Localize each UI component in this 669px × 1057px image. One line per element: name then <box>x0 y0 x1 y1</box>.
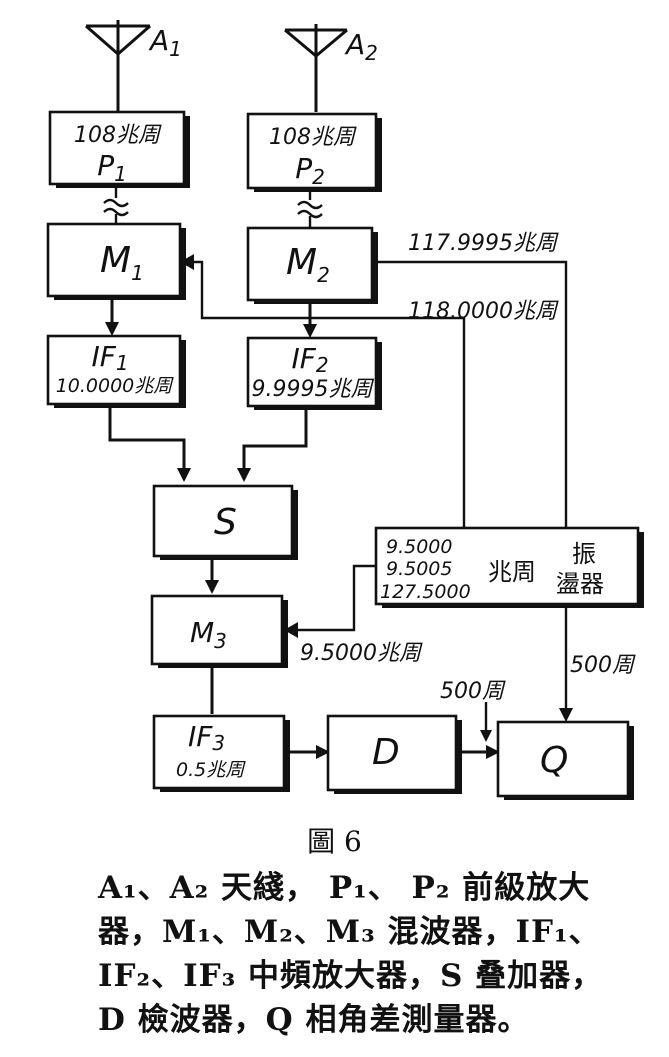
p1-freq: 108兆周 <box>74 123 162 148</box>
s-label: S <box>214 502 237 543</box>
block-m3: M3 <box>150 594 288 668</box>
m1-label: M1 <box>100 240 144 285</box>
legend-line: A₁、A₂ 天綫， P₁、 P₂ 前級放大 <box>98 870 591 906</box>
antenna-a2: A2 <box>284 24 378 112</box>
if3-label: IF3 <box>188 720 225 755</box>
if2-freq: 9.9995兆周 <box>252 377 375 402</box>
block-q: Q <box>496 720 634 800</box>
block-m2: M2 <box>246 226 378 304</box>
p2-freq: 108兆周 <box>269 125 357 150</box>
if2-label: IF2 <box>291 342 328 377</box>
osc-freq-3: 127.5000 <box>380 581 471 603</box>
m3-label: M3 <box>190 616 227 653</box>
osc-freq-1: 9.5000 <box>386 536 452 558</box>
signal-500-right-label: 500周 <box>570 653 636 678</box>
signal-117-label: 117.9995兆周 <box>408 231 559 256</box>
block-oscillator: 9.5000 9.5005 127.5000 兆周 振 盪器 <box>374 526 644 608</box>
p1-label: P1 <box>97 149 127 186</box>
coupling-p2-m2 <box>297 192 323 228</box>
antenna-a1: A1 <box>85 20 182 112</box>
if3-freq: 0.5兆周 <box>176 759 246 781</box>
block-if3: IF3 0.5兆周 <box>152 714 290 792</box>
block-s: S <box>152 484 298 560</box>
coupling-p1-m1 <box>103 188 129 224</box>
legend-line: 器，M₁、M₂、M₃ 混波器，IF₁、 <box>98 914 601 950</box>
block-if1: IF1 10.0000兆周 <box>46 334 186 408</box>
block-d: D <box>326 714 462 794</box>
p2-label: P2 <box>295 152 325 189</box>
osc-name-1: 振 <box>572 540 596 568</box>
figure-legend: A₁、A₂ 天綫， P₁、 P₂ 前級放大 器，M₁、M₂、M₃ 混波器，IF₁… <box>98 866 638 1042</box>
q-label: Q <box>540 740 568 781</box>
if1-freq: 10.0000兆周 <box>56 375 175 397</box>
block-p1: 108兆周 P1 <box>48 110 190 188</box>
legend-line: D 檢波器，Q 相角差測量器。 <box>98 1002 530 1038</box>
signal-9-5-label: 9.5000兆周 <box>300 641 423 666</box>
antenna-a1-label: A1 <box>148 24 182 61</box>
block-p2: 108兆周 P2 <box>246 112 382 192</box>
legend-line: IF₂、IF₃ 中頻放大器，S 叠加器， <box>98 958 604 994</box>
figure-caption: 圖 6 <box>307 825 362 858</box>
antenna-a2-label: A2 <box>344 28 378 65</box>
block-diagram: A1 A2 108兆周 P1 108兆周 P2 M1 <box>46 20 644 800</box>
osc-freq-2: 9.5005 <box>386 558 452 580</box>
signal-500-mid-label: 500周 <box>440 679 506 704</box>
block-if2: IF2 9.9995兆周 <box>246 336 382 410</box>
osc-name-2: 盪器 <box>556 570 604 598</box>
d-label: D <box>372 732 400 773</box>
block-m1: M1 <box>46 222 186 300</box>
signal-118-label: 118.0000兆周 <box>408 299 559 324</box>
osc-unit: 兆周 <box>488 558 536 586</box>
m2-label: M2 <box>286 242 330 287</box>
if1-label: IF1 <box>91 340 128 375</box>
